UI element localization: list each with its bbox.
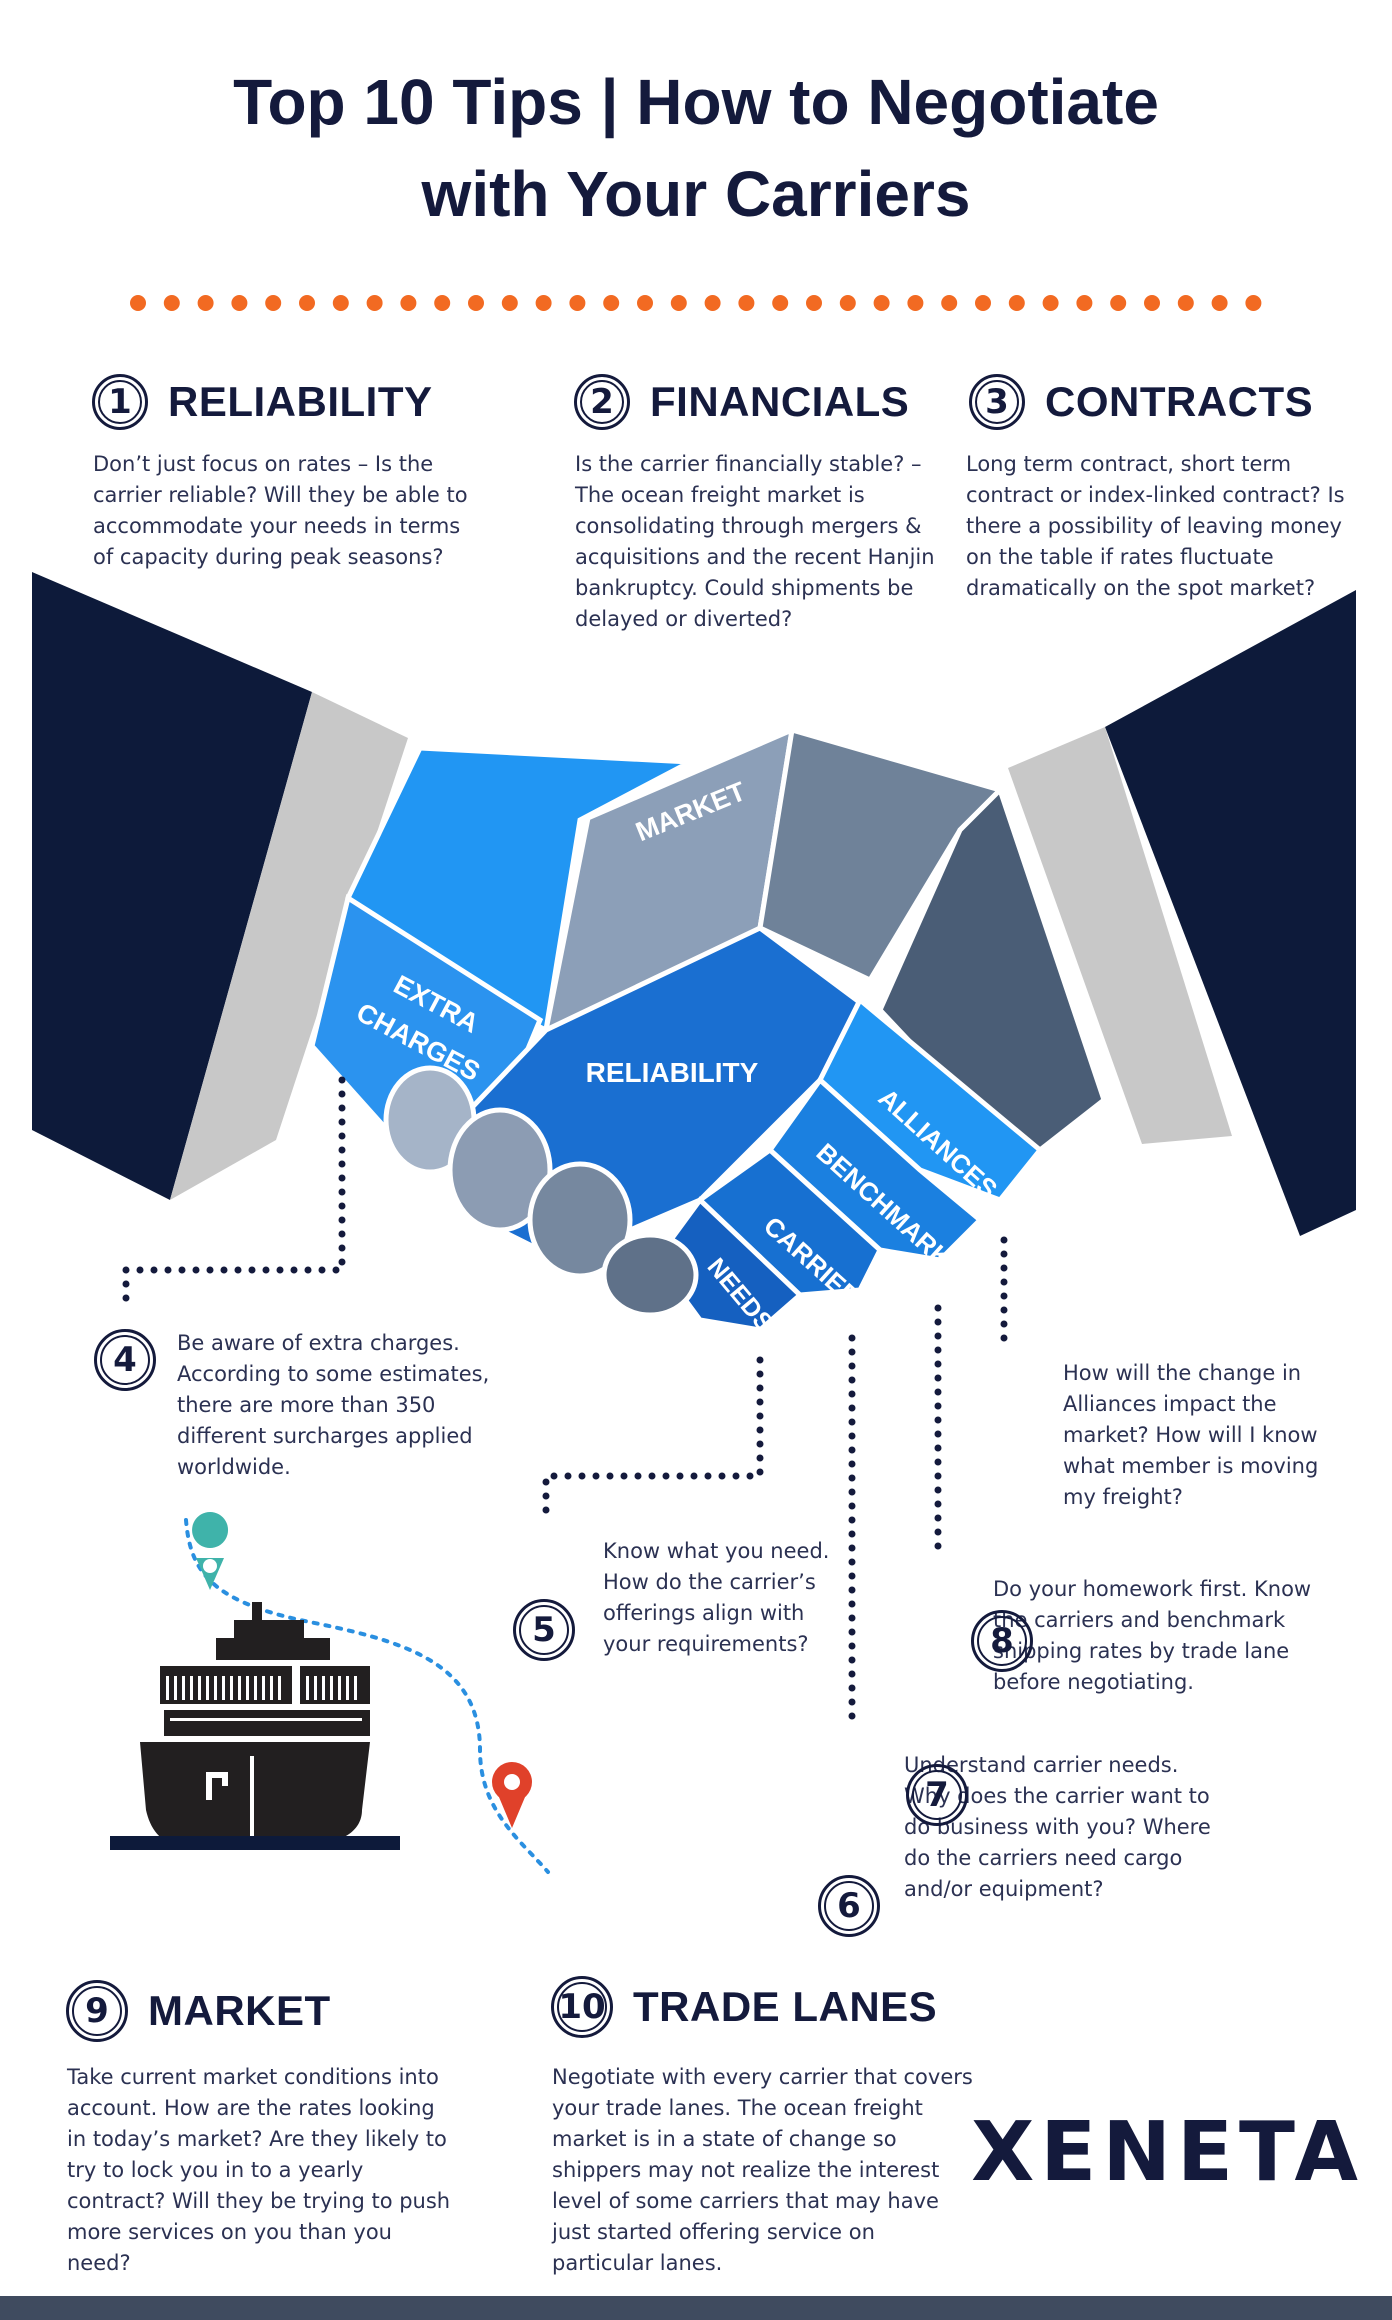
tip-2-text: Is the carrier financially stable? – The… (575, 452, 935, 631)
divider-dot (738, 295, 755, 311)
right-suit-sleeve (1105, 590, 1356, 1236)
tip-6-number-badge: 6 (818, 1875, 880, 1937)
divider-dot (434, 295, 451, 311)
tip-1-text: Don’t just focus on rates – Is the carri… (93, 452, 468, 569)
red-location-pin-icon (492, 1762, 532, 1828)
tip-9-text: Take current market conditions into acco… (67, 2065, 451, 2275)
tip-3-title: CONTRACTS (1045, 378, 1314, 425)
tip-4-text: Be aware of extra charges. According to … (177, 1331, 490, 1479)
divider-dot (907, 295, 924, 311)
tip-2-heading: 2 FINANCIALS (574, 374, 909, 430)
divider-dot (975, 295, 991, 311)
divider-dot (366, 295, 383, 311)
tip-3-heading: 3 CONTRACTS (969, 374, 1313, 430)
divider-dot (231, 295, 248, 311)
tip-4-number-badge: 4 (94, 1329, 156, 1391)
teal-location-pin-icon (192, 1512, 229, 1590)
tip-8-text: How will the change in Alliances impact … (1063, 1361, 1319, 1509)
divider-dot (197, 295, 214, 311)
finger-2 (447, 1107, 553, 1233)
tip-9-heading: 9 MARKET (66, 1980, 331, 2042)
tip-10-text: Negotiate with every carrier that covers… (552, 2065, 973, 2275)
tip-9-number-badge: 9 (66, 1980, 128, 2042)
connector-tip-5 (542, 1356, 764, 1524)
divider-dot (569, 295, 586, 311)
divider-dot (1144, 295, 1160, 311)
divider-dot (400, 295, 417, 311)
footer-bar (0, 2296, 1392, 2320)
puzzle-piece-top-right (757, 726, 1005, 984)
right-shirt-cuff (1008, 727, 1232, 1144)
divider-dot (670, 295, 687, 311)
divider-dot (130, 295, 146, 311)
tip-10-heading: 10 TRADE LANES (551, 1976, 937, 2038)
tip-3-text: Long term contract, short term contract … (966, 452, 1345, 600)
divider-dot (704, 295, 721, 311)
finger-4 (601, 1232, 699, 1318)
divider-dot (1042, 295, 1059, 311)
divider-dot (1008, 295, 1025, 311)
tip-2-title: FINANCIALS (650, 378, 910, 425)
left-suit-sleeve (32, 572, 312, 1200)
left-shirt-cuff (170, 692, 408, 1200)
divider-dot (839, 295, 856, 311)
divider-dot (772, 295, 789, 311)
divider-dot (332, 295, 349, 311)
divider-dot (1177, 295, 1194, 311)
ship-icon (110, 1602, 400, 1850)
connector-tip-4 (122, 1076, 346, 1314)
divider-dot (806, 295, 822, 311)
divider-dot (637, 295, 653, 311)
divider-dot (873, 295, 890, 311)
divider-dot (535, 295, 552, 311)
tip-1-number-badge: 1 (92, 374, 148, 430)
dotted-divider (130, 295, 1262, 311)
puzzle-piece-alliances (816, 996, 1044, 1203)
page-title-line-2: with Your Carriers (421, 158, 971, 230)
container-ship-illustration (110, 1512, 550, 1874)
handshake-puzzle-illustration: MARKET EXTRA CHARGES RELIABILITY ALLIANC… (32, 572, 1356, 1337)
divider-dot (1110, 295, 1127, 311)
divider-dot (501, 295, 518, 311)
finger-3 (527, 1161, 633, 1279)
tip-3-number-badge: 3 (969, 374, 1025, 430)
tip-1-heading: 1 RELIABILITY (92, 374, 433, 430)
tip-1-title: RELIABILITY (168, 378, 433, 425)
route-dotted-line (184, 1518, 550, 1874)
tip-7-text: Do your homework first. Know the carrier… (993, 1577, 1312, 1694)
divider-dot (163, 295, 180, 311)
divider-dot (1245, 295, 1262, 311)
tip-10-number-badge: 10 (551, 1976, 613, 2038)
divider-dot (941, 295, 958, 311)
tip-5-number-badge: 5 (513, 1599, 575, 1661)
divider-dot (468, 295, 484, 311)
tip-2-number-badge: 2 (574, 374, 630, 430)
connector-lines (122, 1076, 1008, 1732)
puzzle-label-reliability: RELIABILITY (586, 1057, 759, 1088)
divider-dot (299, 295, 315, 311)
tip-9-title: MARKET (148, 1987, 331, 2034)
puzzle-piece-carrier (696, 1146, 884, 1298)
divider-dot (1076, 295, 1093, 311)
xeneta-logo: XENETA (971, 2105, 1364, 2200)
divider-dot (265, 295, 282, 311)
page-title-line-1: Top 10 Tips | How to Negotiate (233, 66, 1159, 138)
divider-dot (603, 295, 620, 311)
tip-7-number-badge: 7 (906, 1764, 968, 1826)
tip-5-text: Know what you need. How do the carrier’s… (603, 1539, 830, 1656)
tip-8-number-badge: 8 (971, 1610, 1033, 1672)
divider-dot (1211, 295, 1228, 311)
tip-10-title: TRADE LANES (633, 1983, 938, 2030)
